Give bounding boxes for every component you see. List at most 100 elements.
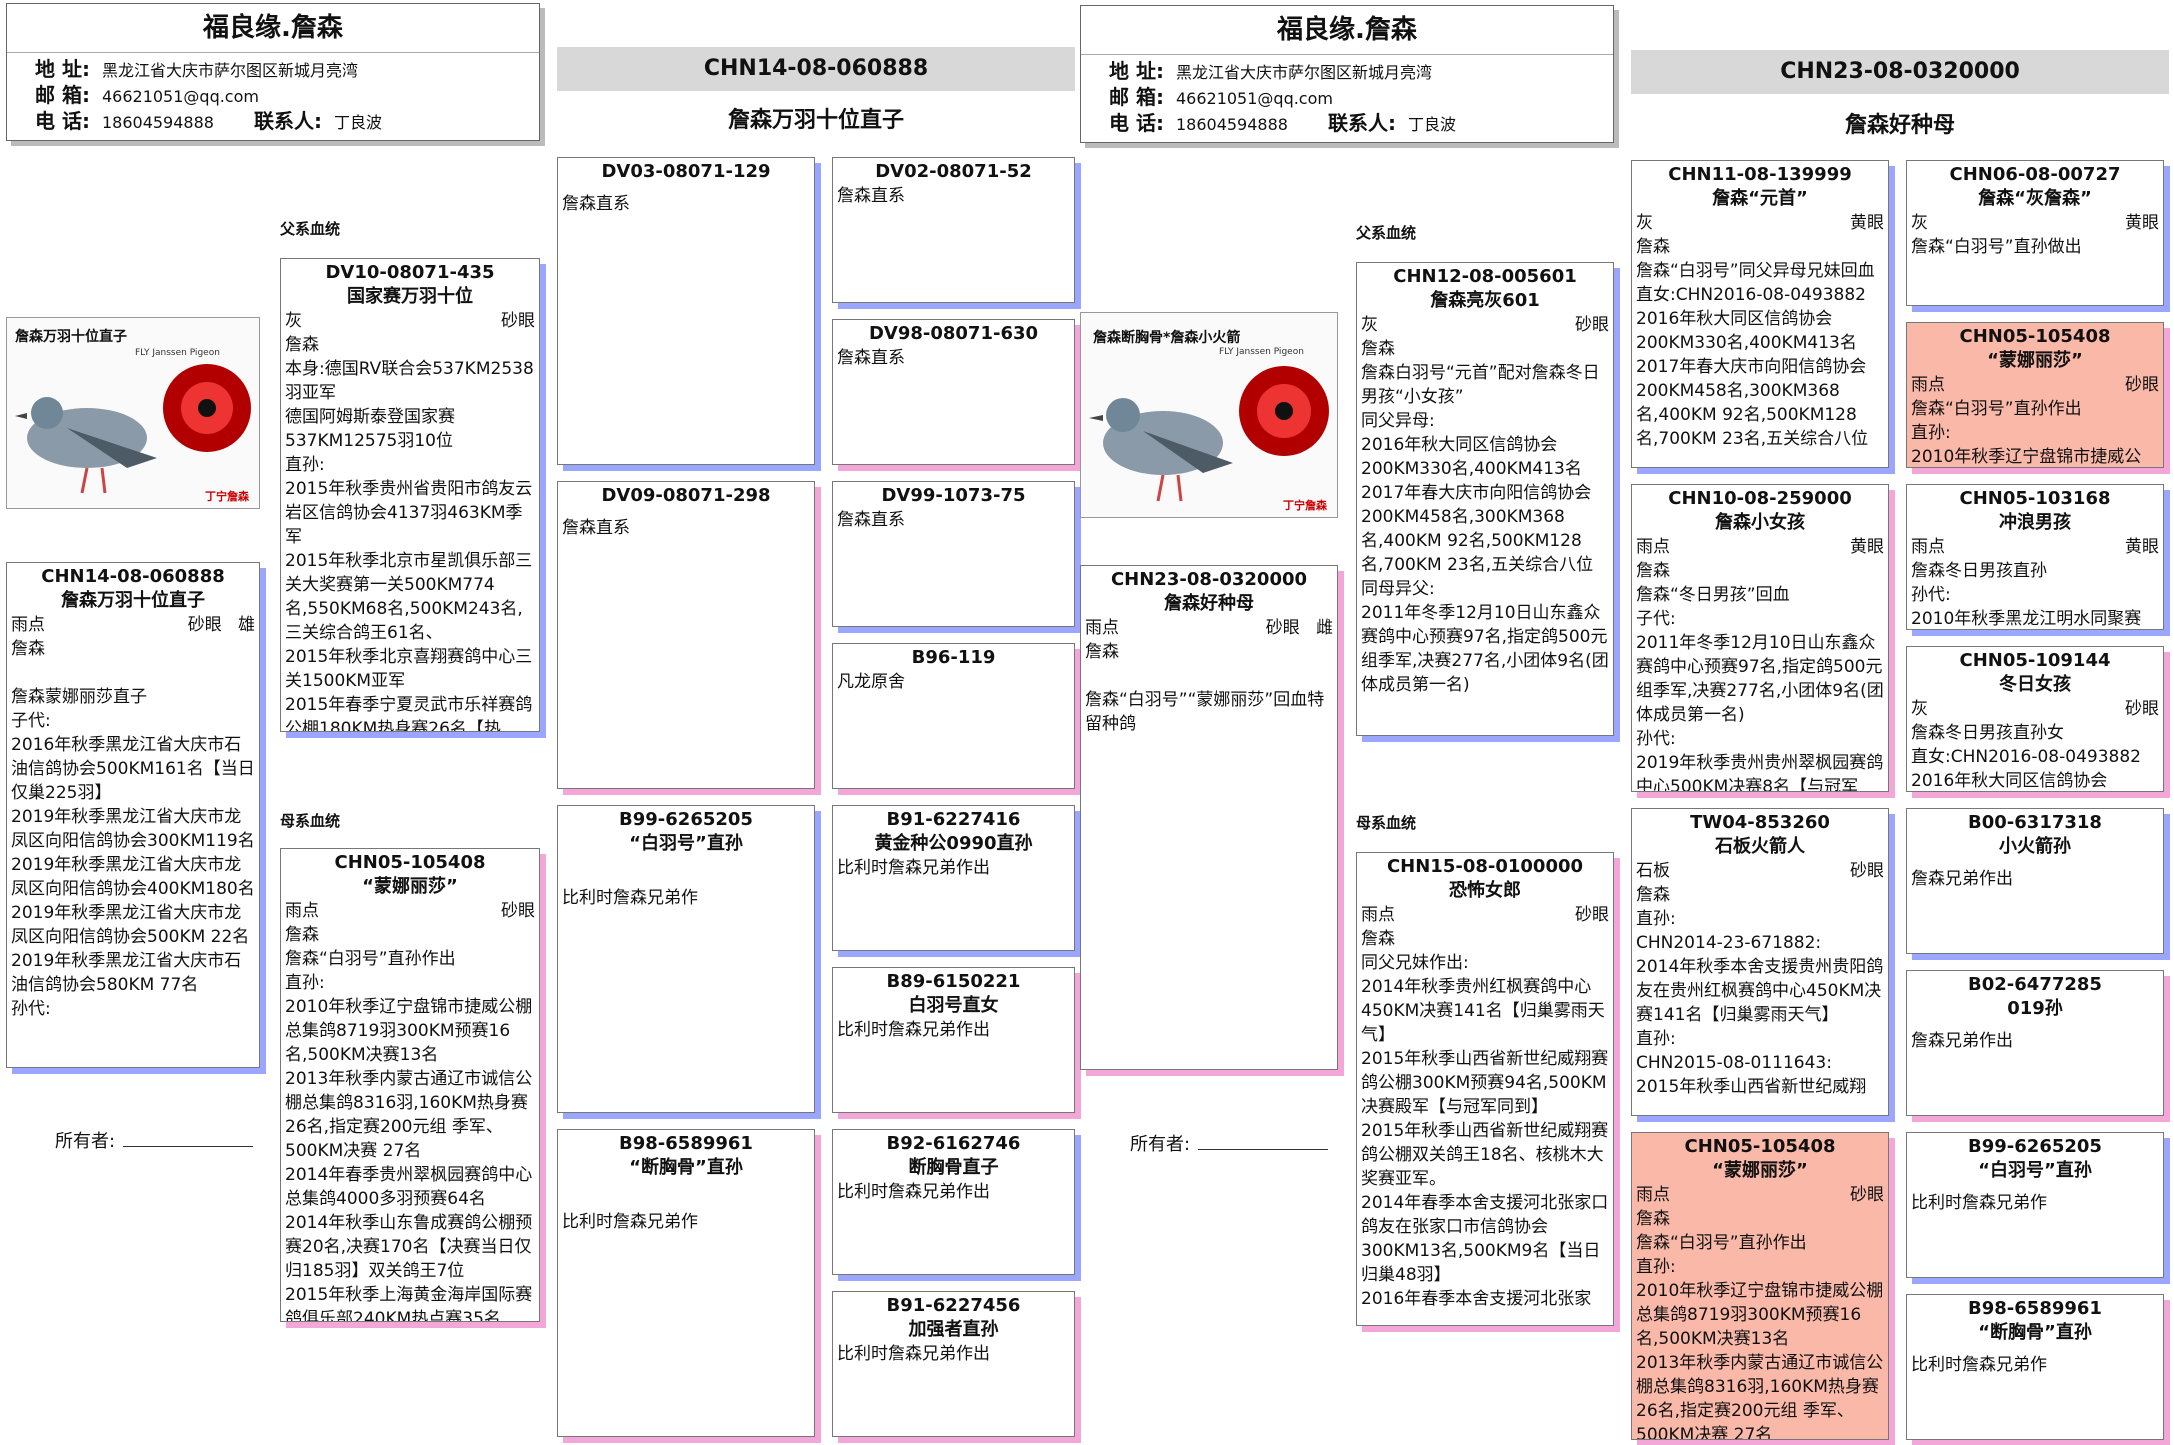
right-subject-card: CHN23-08-0320000 詹森好种母 雨点砂眼 雌 詹森 詹森“白羽号”… [1080, 565, 1338, 1070]
card-color: 灰 [1911, 213, 1928, 233]
left-gen4-card-5: B89-6150221 白羽号直女 比利时詹森兄弟作出 [832, 967, 1075, 1113]
card-ring: B99-6265205 [619, 809, 753, 830]
photo-logo: 丁宁詹森 [1283, 499, 1327, 512]
card-text: 詹森 直孙: CHN2014-23-671882: 2014年秋季本舍支援贵州贵… [1636, 885, 1884, 1097]
card-text: 詹森直系 [837, 186, 905, 206]
sire-text: 詹森 本身:德国RV联合会537KM2538羽亚军 德国阿姆斯泰登国家赛537K… [285, 335, 534, 732]
card-text: 詹森直系 [837, 510, 905, 530]
card-name: “蒙娜丽莎” [1712, 1160, 1808, 1181]
card-name: 冬日女孩 [1999, 674, 2071, 695]
sire-text: 詹森 詹森白羽号“元首”配对詹森冬日男孩“小女孩” 同父异母: 2016年秋大同… [1361, 339, 1609, 695]
card-eye: 黄眼 [1850, 213, 1884, 233]
card-name: 冲浪男孩 [1999, 512, 2071, 533]
card-name: “断胸骨”直孙 [1978, 1322, 2092, 1343]
card-ring: TW04-853260 [1690, 812, 1830, 833]
left-gen3-card-3: B98-6589961 “断胸骨”直孙 比利时詹森兄弟作 [557, 1129, 815, 1437]
dam-color: 雨点 [285, 901, 319, 921]
left-father-label: 父系血统 [280, 220, 341, 238]
right-gen3-card-0: CHN11-08-139999 詹森“元首” 灰黄眼 詹森 詹森“白羽号”同父异… [1631, 160, 1889, 468]
right-owner: 所有者: [1130, 1130, 1329, 1156]
card-eye: 黄眼 [2125, 537, 2159, 557]
left-ring-bar: CHN14-08-060888 [557, 47, 1075, 91]
sire-ring: DV10-08071-435 [325, 262, 495, 283]
left-gen4-card-7: B91-6227456 加强者直孙 比利时詹森兄弟作出 [832, 1291, 1075, 1437]
card-name: 加强者直孙 [908, 1319, 999, 1340]
sire-eye: 砂眼 [1575, 315, 1609, 335]
card-name: 黄金种公0990直孙 [874, 833, 1033, 854]
right-ring-bar: CHN23-08-0320000 [1631, 50, 2169, 94]
card-eye: 黄眼 [1850, 537, 1884, 557]
left-gen3-card-2: B99-6265205 “白羽号”直孙 比利时詹森兄弟作 [557, 805, 815, 1113]
dam-ring: CHN15-08-0100000 [1386, 856, 1584, 877]
card-color: 雨点 [1911, 375, 1945, 395]
dam-name: 恐怖女郎 [1449, 880, 1521, 901]
subject-text: 詹森 詹森蒙娜丽莎直子 子代: 2016年秋季黑龙江省大庆市石油信鸽协会500K… [11, 639, 255, 1019]
card-ring: CHN05-105408 [1684, 1136, 1836, 1157]
card-ring: CHN05-103168 [1959, 488, 2111, 509]
right-mother-label: 母系血统 [1356, 814, 1417, 832]
dam-text: 詹森 同父兄妹作出: 2014年秋季贵州红枫赛鸽中心450KM决赛141名【归巢… [1361, 929, 1609, 1309]
card-text: 詹森兄弟作出 [1911, 1031, 2013, 1051]
dam-name: “蒙娜丽莎” [362, 876, 458, 897]
card-ring: DV09-08071-298 [601, 485, 771, 506]
card-ring: B91-6227416 [886, 809, 1021, 830]
dam-text: 詹森 詹森“白羽号”直孙作出 直孙: 2010年秋季辽宁盘锦市捷威公棚总集鸽87… [285, 925, 533, 1322]
left-gen4-card-4: B91-6227416 黄金种公0990直孙 比利时詹森兄弟作出 [832, 805, 1075, 951]
subject-eye: 砂眼 [1265, 618, 1300, 638]
tel-value: 18604594888 [1175, 115, 1288, 134]
card-eye: 砂眼 [2125, 375, 2159, 395]
mail-value: 46621051@qq.com [101, 87, 259, 106]
card-name: “断胸骨”直孙 [629, 1157, 743, 1178]
left-header: 福良缘.詹森 地 址:黑龙江省大庆市萨尔图区新城月亮湾 邮 箱:46621051… [6, 3, 540, 141]
right-gen4-card-0: CHN06-08-00727 詹森“灰詹森” 灰黄眼 詹森“白羽号”直孙做出 [1906, 160, 2164, 306]
left-gen4-card-1: DV98-08071-630 詹森直系 [832, 319, 1075, 465]
card-text: 詹森 詹森“冬日男孩”回血 子代: 2011年冬季12月10日山东鑫众赛鸽中心预… [1636, 561, 1884, 792]
header-title: 福良缘.詹森 [7, 4, 539, 53]
card-name: 詹森小女孩 [1715, 512, 1805, 533]
header-title: 福良缘.詹森 [1081, 6, 1613, 55]
sire-ring: CHN12-08-005601 [1393, 266, 1577, 287]
card-ring: B92-6162746 [886, 1133, 1021, 1154]
card-name: 断胸骨直子 [908, 1157, 999, 1178]
card-ring: DV02-08071-52 [875, 161, 1032, 182]
owner-line [123, 1130, 254, 1147]
right-header: 福良缘.詹森 地 址:黑龙江省大庆市萨尔图区新城月亮湾 邮 箱:46621051… [1080, 5, 1614, 143]
card-color: 雨点 [1636, 1185, 1670, 1205]
left-gen4-card-0: DV02-08071-52 詹森直系 [832, 157, 1075, 303]
dam-ring: CHN05-105408 [334, 852, 486, 873]
right-subtitle: 詹森好种母 [1844, 113, 1955, 138]
tel-label: 电 话: [35, 109, 90, 133]
right-gen3-card-1: CHN10-08-259000 詹森小女孩 雨点黄眼 詹森 詹森“冬日男孩”回血… [1631, 484, 1889, 792]
subject-eye: 砂眼 [187, 615, 222, 635]
right-gen3-card-2: TW04-853260 石板火箭人 石板砂眼 詹森 直孙: CHN2014-23… [1631, 808, 1889, 1116]
contact-label: 联系人: [253, 109, 322, 133]
card-name: “白羽号”直孙 [1978, 1160, 2092, 1181]
addr-label: 地 址: [35, 57, 90, 81]
card-ring: B99-6265205 [1968, 1136, 2102, 1157]
card-name: “蒙娜丽莎” [1987, 350, 2083, 371]
card-text: 詹森冬日男孩直孙女 直女:CHN2016-08-0493882 2016年秋大同… [1911, 723, 2141, 791]
photo-brand: FLY Janssen Pigeon [135, 348, 220, 358]
sire-name: 国家赛万羽十位 [347, 286, 473, 307]
subject-color: 雨点 [11, 615, 45, 635]
card-eye: 砂眼 [1850, 1185, 1884, 1205]
card-ring: DV99-1073-75 [881, 485, 1026, 506]
card-color: 雨点 [1911, 537, 1945, 557]
card-name: 詹森“灰詹森” [1978, 188, 2092, 209]
owner-label: 所有者: [1130, 1134, 1191, 1155]
right-gen4-card-5: B02-6477285 019孙 詹森兄弟作出 [1906, 970, 2164, 1116]
subject-ring: CHN23-08-0320000 [1110, 569, 1308, 590]
card-name: 石板火箭人 [1715, 836, 1805, 857]
addr-label: 地 址: [1109, 59, 1164, 83]
dam-eye: 砂眼 [1575, 905, 1609, 925]
card-ring: DV98-08071-630 [868, 323, 1039, 344]
mail-label: 邮 箱: [1109, 85, 1164, 109]
sire-color: 灰 [285, 311, 302, 331]
mail-label: 邮 箱: [35, 83, 90, 107]
photo-logo: 丁宁詹森 [205, 490, 249, 503]
left-pigeon-photo: 詹森万羽十位直子 FLY Janssen Pigeon 丁宁詹森 [6, 317, 260, 509]
card-color: 灰 [1636, 213, 1653, 233]
card-color: 石板 [1636, 861, 1670, 881]
contact-value: 丁良波 [1407, 115, 1456, 134]
right-dam-card: CHN15-08-0100000 恐怖女郎 雨点砂眼 詹森 同父兄妹作出: 20… [1356, 852, 1614, 1326]
